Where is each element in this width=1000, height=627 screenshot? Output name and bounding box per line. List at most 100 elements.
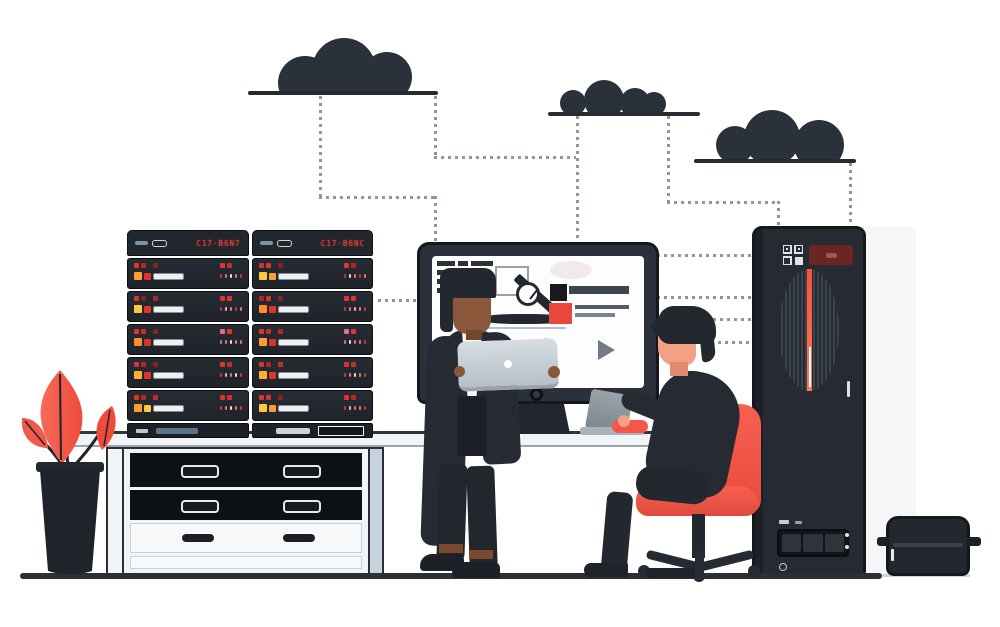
standing-neck	[466, 330, 482, 340]
status-lights	[134, 296, 184, 301]
chair-wheel	[693, 570, 705, 582]
activity-ticks	[344, 307, 366, 311]
network-dashed-line	[378, 299, 419, 302]
drawer-handle	[283, 465, 322, 478]
cabinet-glyph	[779, 520, 789, 524]
potted-plant	[21, 370, 116, 575]
activity-ticks	[344, 406, 366, 410]
footer-pill	[276, 427, 310, 434]
unit-controls	[134, 404, 184, 412]
plant-leaf-vein	[59, 373, 62, 461]
unit-controls	[134, 272, 184, 280]
laptop-logo-dot	[503, 359, 513, 369]
sketch-bar	[569, 286, 629, 294]
footer-glyph	[136, 428, 148, 433]
drawer-handle	[181, 533, 214, 542]
network-dashed-line	[657, 254, 753, 257]
drawer	[130, 555, 362, 569]
led-display: C17·B6NC	[320, 238, 365, 248]
box-tab	[967, 537, 981, 546]
server-rack: C17·B6N7 C17·B6NC	[127, 230, 373, 438]
activity-ticks	[344, 340, 366, 344]
unit-controls	[134, 371, 184, 379]
laptop-base-desk	[580, 427, 644, 435]
status-lights	[134, 362, 184, 367]
box-tab	[877, 537, 889, 546]
server-cabinet	[752, 226, 866, 576]
cloud-baseline	[548, 112, 700, 116]
server-unit	[127, 258, 249, 289]
rack-header: C17·B6N7	[127, 230, 249, 256]
floor-line	[20, 573, 882, 579]
alert-lights	[344, 329, 366, 334]
network-dashed-line	[434, 196, 437, 242]
side-marker	[847, 381, 850, 397]
vent-stripe-highlight	[809, 347, 811, 387]
server-unit	[251, 324, 373, 355]
status-lights	[134, 395, 184, 400]
network-dashed-line	[434, 156, 576, 159]
rack-header: C17·B6NC	[251, 230, 373, 256]
network-dashed-line	[657, 296, 753, 299]
activity-ticks	[219, 406, 242, 410]
network-dashed-line	[667, 201, 779, 204]
status-lights	[258, 263, 309, 268]
chair-post	[692, 514, 705, 558]
cloud-icon	[744, 110, 800, 161]
drawer	[130, 489, 362, 520]
network-dashed-line	[319, 96, 322, 198]
status-led-panel	[809, 245, 853, 265]
panel-button	[782, 534, 802, 552]
cloud-baseline	[248, 91, 438, 95]
cloud-icon	[362, 52, 412, 92]
alert-lights	[219, 263, 242, 268]
server-unit	[251, 390, 373, 421]
drawer	[130, 453, 362, 487]
rack-column: C17·B6NC	[251, 230, 373, 438]
sketch-thin-bar	[575, 305, 629, 309]
alert-lights	[344, 296, 366, 301]
alert-lights	[219, 395, 242, 400]
equipment-box	[877, 516, 981, 576]
server-unit	[127, 390, 249, 421]
monitor-logo-ring	[530, 388, 543, 401]
seated-neck	[670, 362, 688, 376]
rack-units	[251, 258, 373, 421]
sketch-thin-bar	[575, 313, 615, 317]
sketch-lens	[478, 314, 570, 324]
network-dashed-line	[434, 96, 437, 158]
sketch-dark-square	[550, 284, 567, 301]
unit-controls	[258, 272, 309, 280]
sketch-blob	[550, 261, 592, 279]
rack-units	[127, 258, 249, 421]
status-lights	[134, 329, 184, 334]
plant-leaf-vein	[103, 409, 111, 447]
alert-lights	[344, 263, 366, 268]
server-unit	[251, 357, 373, 388]
standing-hand	[454, 366, 465, 377]
rack-footer	[251, 423, 373, 438]
server-unit	[127, 291, 249, 322]
drawer-handle	[282, 533, 315, 542]
coat-inner	[458, 396, 486, 456]
ankle-band	[439, 544, 463, 553]
indicator-pill	[276, 239, 292, 247]
chair-wheel	[748, 565, 760, 577]
drawer-handle	[181, 499, 220, 513]
ankle-band	[469, 550, 493, 559]
drawer-handle	[181, 465, 220, 478]
qr-code-icon	[783, 245, 803, 265]
unit-controls	[134, 305, 184, 313]
unit-controls	[258, 305, 309, 313]
seated-foot	[584, 563, 628, 577]
plant-leaf-vein	[24, 420, 46, 446]
alert-lights	[219, 329, 242, 334]
panel-button	[803, 534, 823, 552]
network-dashed-line	[777, 201, 780, 228]
unit-controls	[134, 338, 184, 346]
seated-foot	[645, 568, 695, 578]
activity-ticks	[219, 307, 242, 311]
vent-accent-stripe	[807, 269, 812, 391]
power-led-icon	[826, 253, 837, 258]
